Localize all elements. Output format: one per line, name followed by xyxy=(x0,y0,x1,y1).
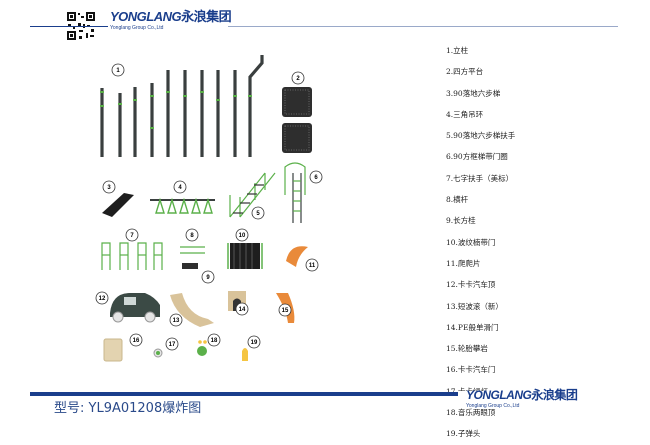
list-item: 8.横杆 xyxy=(446,195,469,205)
list-item: 10.波纹楠带门 xyxy=(446,237,496,247)
brand-logo-bottom: YONGLANG永浪集团 Yonglang Group Co.,Ltd xyxy=(466,386,578,409)
svg-text:9: 9 xyxy=(206,275,210,281)
header-rule-left xyxy=(30,26,108,27)
callout-12: 12 xyxy=(95,291,109,305)
callout-1: 1 xyxy=(111,63,125,77)
svg-text:17: 17 xyxy=(169,342,176,348)
svg-text:4: 4 xyxy=(178,185,182,191)
brand-subtitle: Yonglang Group Co.,Ltd xyxy=(110,25,164,31)
svg-text:11: 11 xyxy=(309,263,316,269)
list-item: 7.七字扶手（美标） xyxy=(446,173,514,183)
svg-text:16: 16 xyxy=(133,338,140,344)
brand-subtitle: Yonglang Group Co.,Ltd xyxy=(466,403,520,409)
callout-2: 2 xyxy=(291,71,305,85)
list-item: 16.卡卡汽车门 xyxy=(446,365,496,375)
list-item: 15.轮胎攀岩 xyxy=(446,344,488,354)
svg-text:1: 1 xyxy=(116,68,120,74)
svg-text:19: 19 xyxy=(251,340,258,346)
corrugated-tunnel xyxy=(227,243,263,269)
music-eye-top xyxy=(197,340,207,356)
callout-19: 19 xyxy=(247,335,261,349)
callout-5: 5 xyxy=(251,206,265,220)
callout-4: 4 xyxy=(173,180,187,194)
list-item: 2.四方平台 xyxy=(446,67,484,77)
parts-list: 1.立柱 2.四方平台 3.90落地六步梯 4.三角吊环 5.90落地六步梯扶手… xyxy=(446,40,646,445)
bullet-head xyxy=(242,348,248,361)
footer-rule-gap xyxy=(458,391,618,397)
callout-14: 14 xyxy=(235,302,249,316)
callout-13: 13 xyxy=(169,313,183,327)
post-collars xyxy=(100,91,252,129)
list-item: 18.音乐两眼顶 xyxy=(446,408,496,418)
footer-rule xyxy=(30,392,618,396)
square-platforms xyxy=(282,87,312,153)
brand-name-cn: 永浪集团 xyxy=(181,9,232,24)
callout-6: 6 xyxy=(309,170,323,184)
svg-text:6: 6 xyxy=(314,175,318,181)
car-top xyxy=(110,293,160,323)
crawl-panel xyxy=(286,246,308,267)
list-item: 9.长方桂 xyxy=(446,216,476,226)
svg-text:3: 3 xyxy=(107,185,111,191)
list-item: 1.立柱 xyxy=(446,46,469,55)
brand-name-cn: 永浪集团 xyxy=(531,388,578,402)
callout-15: 15 xyxy=(278,303,292,317)
list-item: 12.卡卡汽车顶 xyxy=(446,280,496,290)
exploded-diagram: 1 2 3 4 xyxy=(95,55,323,362)
svg-text:12: 12 xyxy=(99,296,106,302)
header-rule-right xyxy=(228,26,618,27)
car-door xyxy=(103,338,123,362)
brand-name-en: YONGLANG xyxy=(466,388,532,402)
callout-8: 8 xyxy=(185,228,199,242)
list-item: 13.短波滚（新） xyxy=(446,301,503,311)
triangle-rings xyxy=(150,197,215,214)
callout-18: 18 xyxy=(207,333,221,347)
svg-text:18: 18 xyxy=(211,338,218,344)
svg-text:8: 8 xyxy=(190,233,194,239)
rectangle-bar xyxy=(182,263,198,269)
list-item: 19.子弹头 xyxy=(446,429,481,439)
crossbars xyxy=(180,246,205,254)
callout-11: 11 xyxy=(305,258,319,272)
brand-logo-top: YONGLANG永浪集团 Yonglang Group Co.,Ltd xyxy=(110,6,232,31)
step-ladder xyxy=(102,193,134,217)
callout-17: 17 xyxy=(165,337,179,351)
posts xyxy=(100,55,264,157)
callout-3: 3 xyxy=(102,180,116,194)
list-item: 11.爬爬片 xyxy=(446,258,481,268)
list-item: 4.三角吊环 xyxy=(446,109,484,119)
svg-text:2: 2 xyxy=(296,76,300,82)
brand-name-en: YONGLANG xyxy=(110,9,182,24)
svg-text:13: 13 xyxy=(173,318,180,324)
callout-9: 9 xyxy=(201,270,215,284)
list-item: 3.90落地六步梯 xyxy=(446,88,501,98)
green-light xyxy=(153,348,163,358)
svg-text:7: 7 xyxy=(130,233,134,239)
callout-16: 16 xyxy=(129,333,143,347)
list-item: 5.90落地六步梯扶手 xyxy=(446,131,516,141)
list-item: 14.PE般单滑门 xyxy=(446,322,499,332)
seven-handrails xyxy=(101,242,163,270)
svg-text:5: 5 xyxy=(256,211,260,217)
wave-slide xyxy=(170,293,214,327)
list-item: 6.90方框梯带门圈 xyxy=(446,152,508,162)
svg-text:10: 10 xyxy=(239,233,246,239)
callout-7: 7 xyxy=(125,228,139,242)
framed-ladder xyxy=(284,162,306,223)
callout-10: 10 xyxy=(235,228,249,242)
svg-text:14: 14 xyxy=(239,307,246,313)
model-label: 型号: YL9A01208爆炸图 xyxy=(54,401,202,416)
stair-handrail xyxy=(229,172,276,218)
svg-text:15: 15 xyxy=(282,308,289,314)
